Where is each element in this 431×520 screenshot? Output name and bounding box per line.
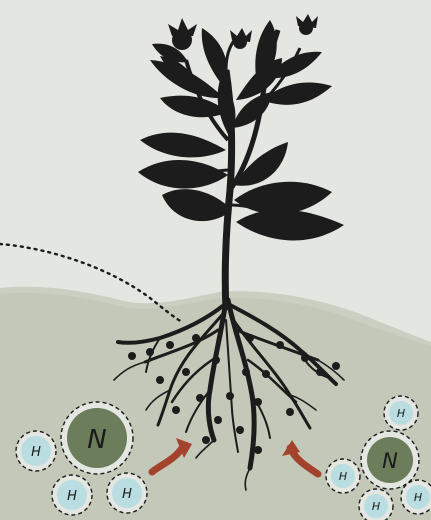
root-nodule xyxy=(236,426,244,434)
root-nodule xyxy=(196,394,204,402)
root-nodule xyxy=(316,368,324,376)
root-nodule xyxy=(146,348,154,356)
hydrogen-atom: H xyxy=(52,475,92,515)
nitrogen-label: N xyxy=(87,425,106,455)
hydrogen-label: H xyxy=(31,445,41,460)
root-nodule xyxy=(202,436,210,444)
root-nodule xyxy=(242,368,250,376)
hydrogen-atom: H xyxy=(326,459,360,493)
hydrogen-label: H xyxy=(414,491,422,504)
root-nodule xyxy=(226,392,234,400)
hydrogen-label: H xyxy=(397,407,405,420)
hydrogen-atom: H xyxy=(359,489,393,520)
hydrogen-atom: H xyxy=(16,431,56,471)
hydrogen-atom: H xyxy=(107,473,147,513)
hydrogen-label: H xyxy=(372,500,380,513)
nitrogen-atom: N xyxy=(361,431,419,489)
root-nodule xyxy=(286,408,294,416)
root-nodule xyxy=(276,341,284,349)
root-nodule xyxy=(262,370,270,378)
root-nodule xyxy=(128,352,136,360)
hydrogen-label: H xyxy=(122,487,132,502)
root-nodule xyxy=(332,362,340,370)
hydrogen-label: H xyxy=(67,489,77,504)
nitrogen-atom: N xyxy=(61,402,133,474)
root-nodule xyxy=(214,416,222,424)
root-nodule xyxy=(192,334,200,342)
root-nodule xyxy=(156,376,164,384)
root-nodule xyxy=(301,354,309,362)
root-nodule xyxy=(182,368,190,376)
root-nodule xyxy=(166,341,174,349)
root-nodule xyxy=(246,334,254,342)
nitrogen-label: N xyxy=(382,449,398,473)
root-nodule xyxy=(212,356,220,364)
hydrogen-atom: H xyxy=(384,396,418,430)
hydrogen-label: H xyxy=(339,470,347,483)
root-nodule xyxy=(254,446,262,454)
root-nodule xyxy=(172,406,180,414)
root-nodule xyxy=(254,398,262,406)
